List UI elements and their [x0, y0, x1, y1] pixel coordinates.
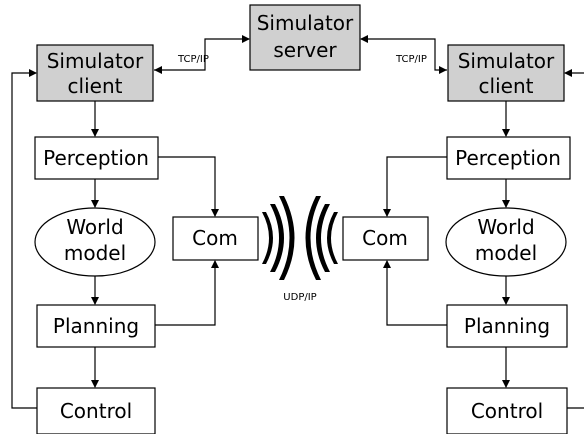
right-world-model-label-line2: model — [475, 241, 537, 265]
left-perception-label: Perception — [43, 146, 149, 170]
left-control-label: Control — [60, 399, 132, 423]
left-control-box — [36, 387, 156, 434]
right-perception-box — [446, 136, 571, 180]
right-tcpip-label: TCP/IP — [395, 54, 427, 65]
simulator-server-label-line1: Simulator — [257, 11, 354, 35]
right-perception-label: Perception — [455, 146, 561, 170]
right-simulator-client-label-line1: Simulator — [458, 49, 555, 73]
left-tcpip-label: TCP/IP — [177, 54, 209, 65]
right-planning-box — [446, 304, 568, 348]
right-control-box — [446, 387, 568, 434]
right-perception-to-com-arrow — [383, 156, 447, 217]
simulator-server-label-line2: server — [273, 38, 337, 62]
left-world-model-label-line1: World — [66, 215, 123, 239]
right-planning-to-com-arrow — [383, 260, 447, 326]
left-planning-label: Planning — [53, 314, 139, 338]
left-radio-waves-icon — [262, 196, 295, 280]
simulator-server-box — [249, 4, 361, 71]
left-com-box — [172, 216, 259, 261]
udpip-label: UDP/IP — [283, 292, 316, 303]
left-tcpip-link — [154, 35, 250, 71]
right-world-model-label-line1: World — [477, 215, 534, 239]
left-world-model-label-line2: model — [64, 241, 126, 265]
right-control-label: Control — [471, 399, 543, 423]
right-planning-label: Planning — [464, 314, 550, 338]
right-radio-waves-icon — [305, 196, 338, 280]
left-planning-to-com-arrow — [155, 260, 219, 326]
left-simulator-client-label-line2: client — [68, 74, 123, 98]
left-perception-to-com-arrow — [158, 156, 219, 217]
left-simulator-client-label-line1: Simulator — [47, 49, 144, 73]
left-control-feedback-arrow — [11, 69, 37, 409]
left-tcpip-arrow-start — [154, 66, 162, 74]
right-simulator-client-label-line2: client — [479, 74, 534, 98]
left-simulator-client-box — [36, 44, 154, 102]
right-tcpip-arrow-start — [439, 66, 447, 74]
left-planning-box — [36, 304, 156, 348]
right-com-label: Com — [362, 226, 408, 250]
right-com-box — [342, 216, 429, 261]
left-perception-box — [34, 136, 159, 180]
left-com-label: Com — [192, 226, 238, 250]
